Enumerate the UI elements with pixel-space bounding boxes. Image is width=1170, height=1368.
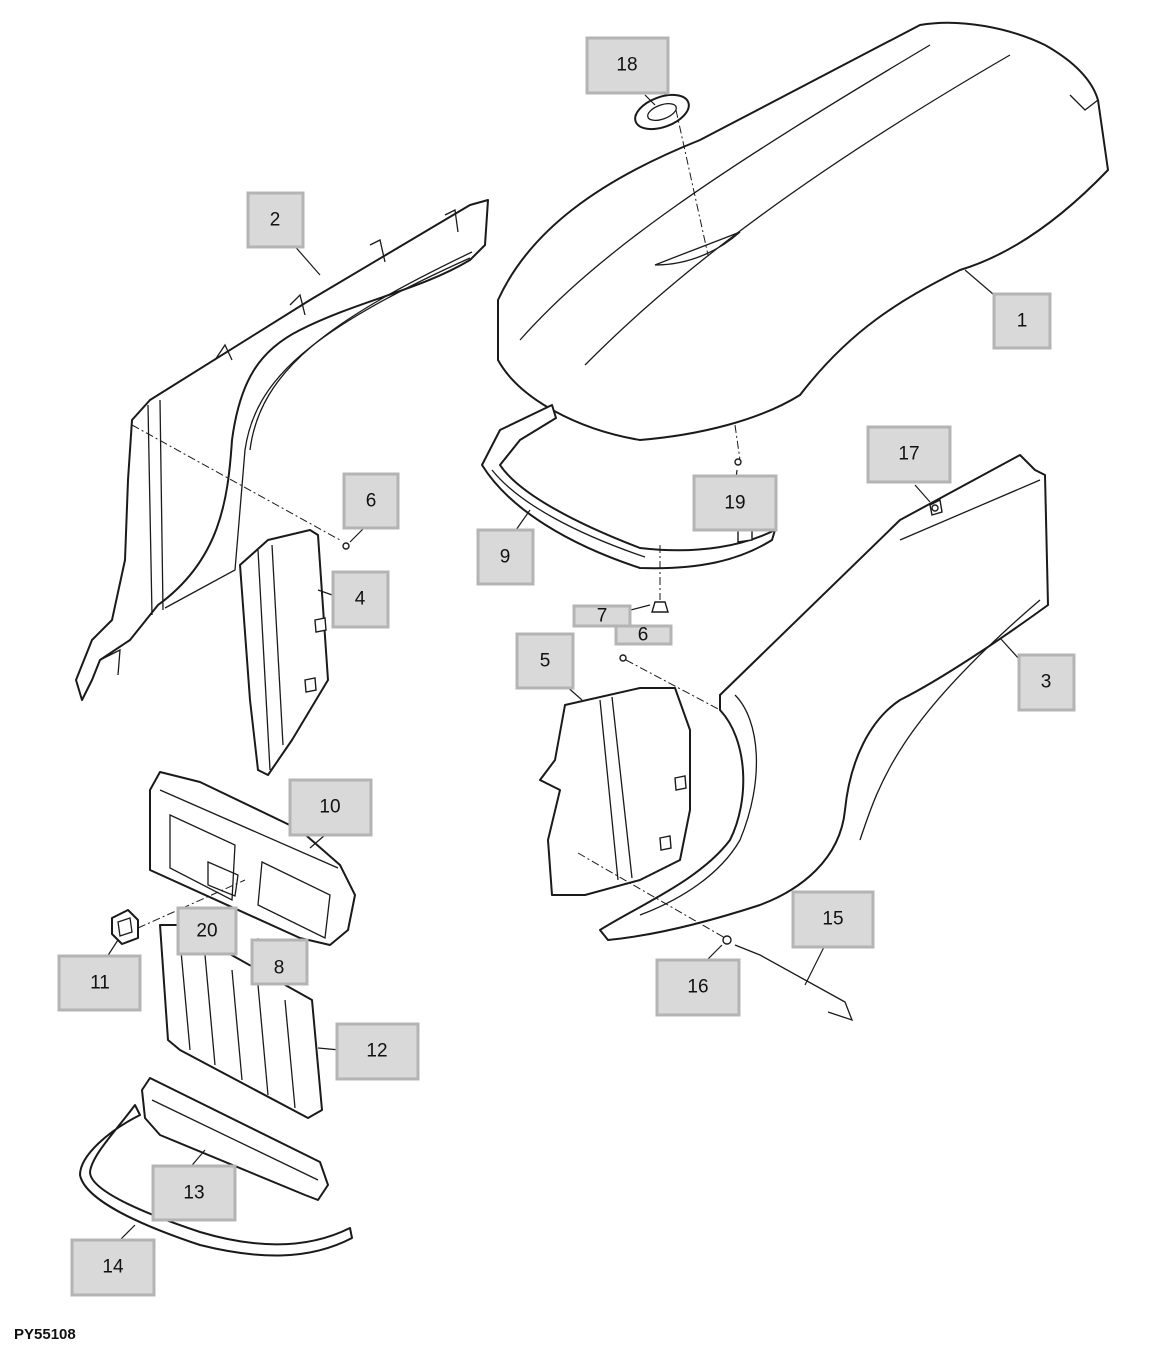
callout-17-label: 17 — [898, 444, 919, 465]
callout-4: 4 — [331, 570, 390, 629]
callout-15-label: 15 — [822, 909, 843, 930]
callout-11-label: 11 — [90, 973, 110, 994]
callout-13-label: 13 — [183, 1183, 204, 1204]
callout-14-label: 14 — [102, 1257, 124, 1278]
hood-rod-part — [734, 944, 854, 1022]
callout-1: 1 — [992, 292, 1052, 350]
callout-9: 9 — [476, 528, 535, 586]
callout-12-label: 12 — [366, 1041, 387, 1062]
callout-6a: 6 — [342, 472, 400, 530]
callout-5-label: 5 — [540, 651, 551, 672]
filler-cap-part — [634, 93, 690, 131]
callout-6b-label: 6 — [638, 625, 649, 646]
callout-12: 12 — [335, 1022, 420, 1081]
callout-16: 16 — [655, 958, 741, 1017]
emblem-part — [111, 909, 139, 945]
grille-frame-part — [149, 771, 356, 946]
callout-13: 13 — [151, 1164, 237, 1222]
hood-top-part — [497, 21, 1109, 441]
callout-20-label: 20 — [196, 921, 217, 942]
callout-19-label: 19 — [724, 493, 745, 514]
callout-1-label: 1 — [1017, 311, 1028, 332]
callout-9-label: 9 — [500, 547, 511, 568]
callout-16-label: 16 — [687, 977, 708, 998]
callout-4-label: 4 — [355, 589, 366, 610]
callout-3: 3 — [1017, 653, 1076, 712]
callout-2-label: 2 — [270, 210, 281, 231]
left-side-panel-part — [75, 199, 489, 701]
callout-18-label: 18 — [616, 55, 637, 76]
callout-2: 2 — [246, 191, 305, 249]
assembly-lines — [131, 109, 741, 939]
callout-8: 8 — [250, 938, 309, 986]
callout-10-label: 10 — [319, 797, 340, 818]
callout-7-label: 7 — [597, 606, 608, 627]
lower-seal-part — [79, 1104, 353, 1257]
callout-14: 14 — [70, 1238, 156, 1297]
callout-11: 11 — [57, 954, 142, 1012]
callout-17: 17 — [866, 425, 952, 484]
callout-6a-label: 6 — [366, 491, 377, 512]
callout-18: 18 — [585, 36, 670, 95]
callout-19: 19 — [692, 474, 778, 532]
callout-7: 7 — [572, 604, 632, 628]
left-baffle-part — [239, 529, 329, 776]
callout-8-label: 8 — [274, 958, 285, 979]
right-side-panel-part — [599, 454, 1049, 941]
callout-10: 10 — [288, 778, 373, 837]
figure-id-label: PY55108 — [14, 1326, 76, 1343]
callout-20: 20 — [176, 906, 238, 956]
callout-5: 5 — [515, 632, 575, 690]
callout-6b: 6 — [614, 624, 673, 646]
right-baffle-part — [539, 687, 691, 896]
callout-15: 15 — [791, 890, 875, 949]
lower-support-part — [141, 1077, 329, 1201]
callout-3-label: 3 — [1041, 672, 1052, 693]
